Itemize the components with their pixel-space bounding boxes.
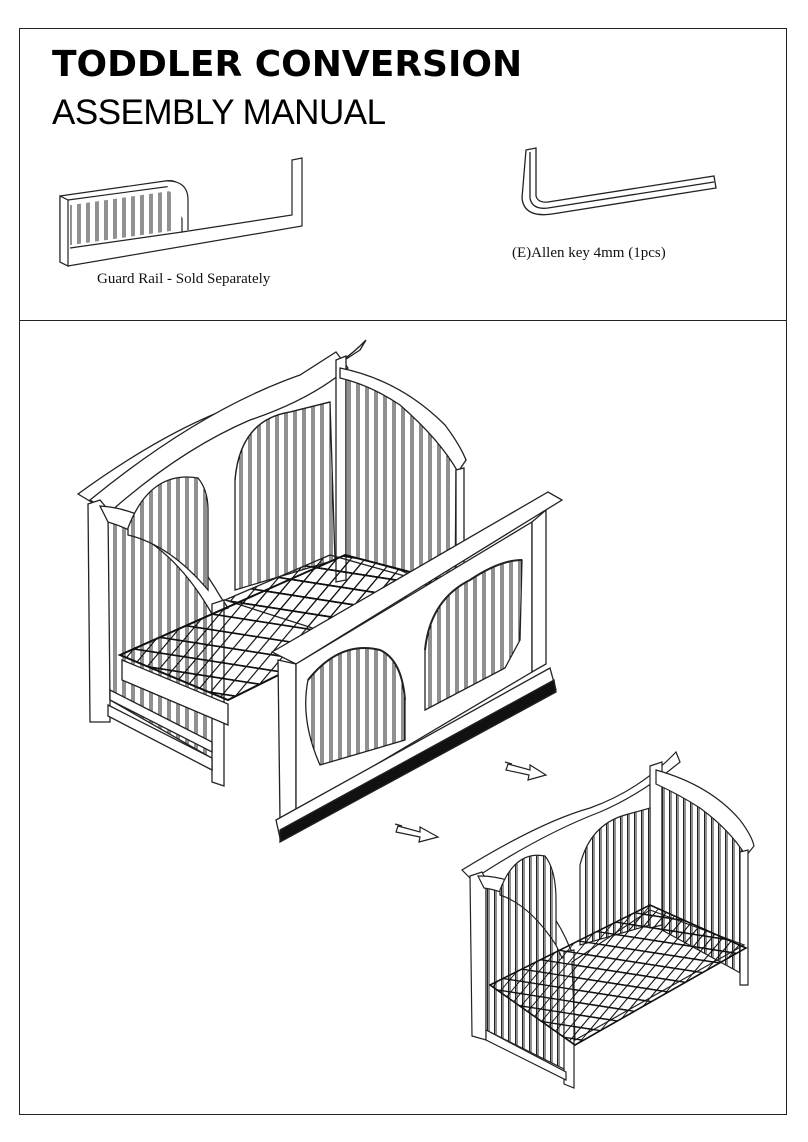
crib-illustration [76,339,467,787]
remove-arrow-icon [394,761,548,843]
allen-key-caption: (E)Allen key 4mm (1pcs) [512,245,666,261]
page-subtitle: ASSEMBLY MANUAL [52,93,386,132]
front-rail-panel [270,491,564,844]
section-divider [19,320,787,321]
guard-rail-caption: Guard Rail - Sold Separately [97,271,271,287]
toddler-bed-illustration [461,750,755,1089]
page-title: TODDLER CONVERSION [52,44,523,85]
allen-key-icon [521,147,717,216]
page-frame [19,28,787,1115]
guard-rail-icon [59,157,303,267]
